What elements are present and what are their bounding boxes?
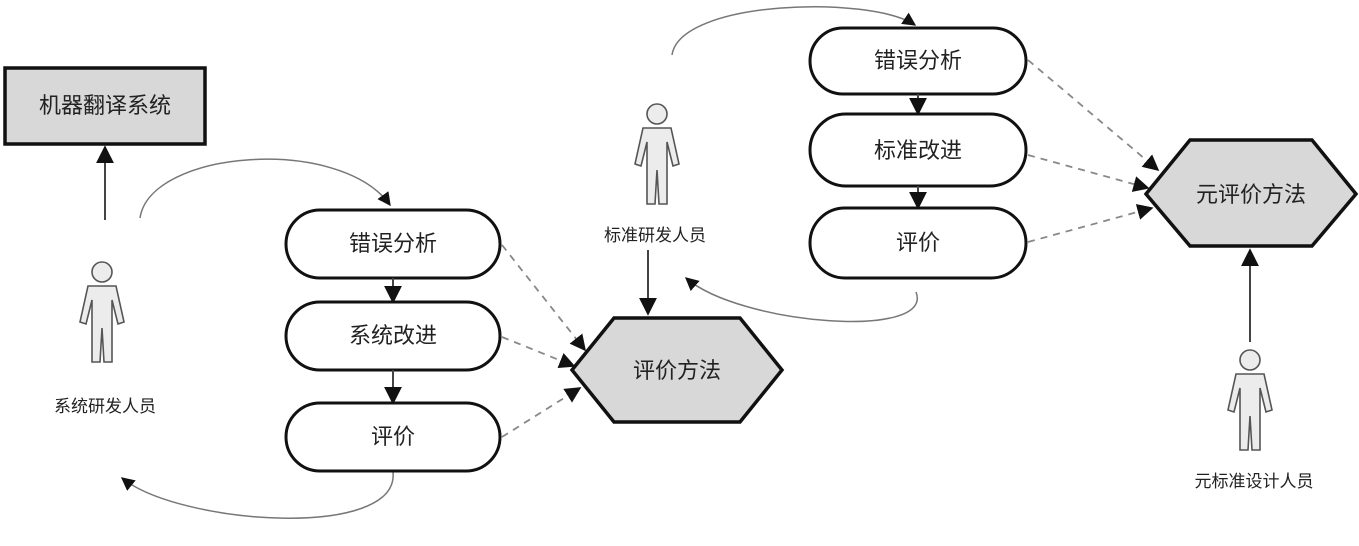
- svg-text:错误分析: 错误分析: [874, 49, 962, 74]
- meta-standard-designer-icon: [1227, 349, 1273, 451]
- meta-standard-designer-label: 元标准设计人员: [1195, 472, 1314, 492]
- standard-step-standard-improvement: 标准改进: [808, 112, 1028, 188]
- system-step-system-improvement: 系统改进: [284, 300, 502, 372]
- svg-text:元评价方法: 元评价方法: [1196, 183, 1306, 208]
- loop-arrow-back-to-std-dev: [684, 277, 918, 323]
- system-developer-label: 系统研发人员: [54, 397, 156, 417]
- dash-arrow-5: [1027, 154, 1150, 192]
- evaluation-method-hexagon: 评价方法: [569, 316, 785, 424]
- dash-arrow-3: [501, 387, 582, 438]
- loop-arrow-to-error-analysis: [139, 158, 391, 219]
- meta-evaluation-method-hexagon: 元评价方法: [1143, 138, 1359, 248]
- svg-text:标准改进: 标准改进: [874, 139, 962, 164]
- loop-arrow-back-to-dev: [120, 471, 394, 519]
- svg-text:系统改进: 系统改进: [349, 324, 437, 349]
- loop-arrow-to-std-error-analysis: [671, 6, 917, 56]
- svg-text:评价: 评价: [371, 425, 415, 450]
- mt-system-label: 机器翻译系统: [39, 94, 171, 119]
- dash-arrow-4: [1027, 59, 1160, 172]
- svg-text:评价方法: 评价方法: [633, 359, 721, 384]
- system-step-evaluation: 评价: [284, 401, 502, 473]
- svg-text:评价: 评价: [896, 231, 940, 256]
- system-step-error-analysis: 错误分析: [284, 208, 502, 280]
- system-developer-icon: [79, 261, 125, 363]
- standard-step-error-analysis: 错误分析: [808, 26, 1028, 96]
- mt-system-box: 机器翻译系统: [3, 66, 207, 146]
- standard-developer-icon: [634, 103, 680, 205]
- svg-text:错误分析: 错误分析: [349, 232, 437, 257]
- standard-developer-label: 标准研发人员: [604, 226, 706, 246]
- standard-step-evaluation: 评价: [808, 206, 1028, 280]
- dash-arrow-1: [501, 244, 587, 352]
- dash-arrow-6: [1027, 204, 1154, 243]
- dash-arrow-2: [501, 336, 576, 369]
